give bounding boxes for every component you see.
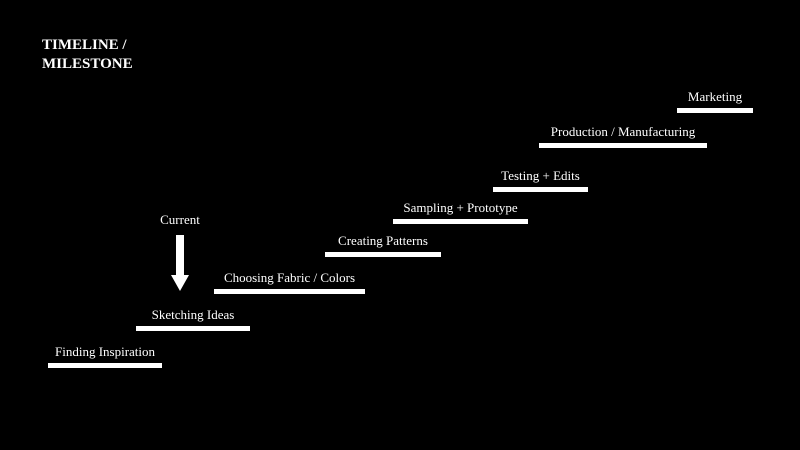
timeline-step-bar <box>48 363 162 368</box>
timeline-step-label: Sampling + Prototype <box>403 200 518 215</box>
current-marker: Current <box>150 212 210 292</box>
slide-title-line-2: MILESTONE <box>42 56 133 72</box>
arrow-down-icon <box>171 235 189 291</box>
timeline-step-7: Production / Manufacturing <box>539 124 707 148</box>
timeline-step-bar <box>677 108 753 113</box>
timeline-step-bar <box>136 326 250 331</box>
current-label: Current <box>160 212 200 227</box>
timeline-step-label: Production / Manufacturing <box>550 124 696 139</box>
timeline-step-bar <box>393 219 528 224</box>
timeline-step-label: Choosing Fabric / Colors <box>223 270 356 285</box>
timeline-step-label: Testing + Edits <box>501 168 580 183</box>
timeline-step-bar <box>325 252 441 257</box>
slide-title-line-1: TIMELINE / <box>42 37 127 53</box>
timeline-step-8: Marketing <box>677 89 753 113</box>
timeline-step-label: Marketing <box>687 89 743 104</box>
timeline-step-bar <box>493 187 588 192</box>
timeline-step-label: Sketching Ideas <box>151 307 235 322</box>
timeline-step-label: Creating Patterns <box>338 233 428 248</box>
timeline-step-5: Sampling + Prototype <box>393 200 528 224</box>
slide-title: TIMELINE / MILESTONE <box>42 36 242 74</box>
timeline-step-1: Finding Inspiration <box>48 344 162 368</box>
timeline-step-bar <box>214 289 365 294</box>
timeline-step-3: Choosing Fabric / Colors <box>214 270 365 294</box>
timeline-step-bar <box>539 143 707 148</box>
timeline-step-6: Testing + Edits <box>493 168 588 192</box>
timeline-step-2: Sketching Ideas <box>136 307 250 331</box>
timeline-step-4: Creating Patterns <box>325 233 441 257</box>
timeline-step-label: Finding Inspiration <box>54 344 156 359</box>
